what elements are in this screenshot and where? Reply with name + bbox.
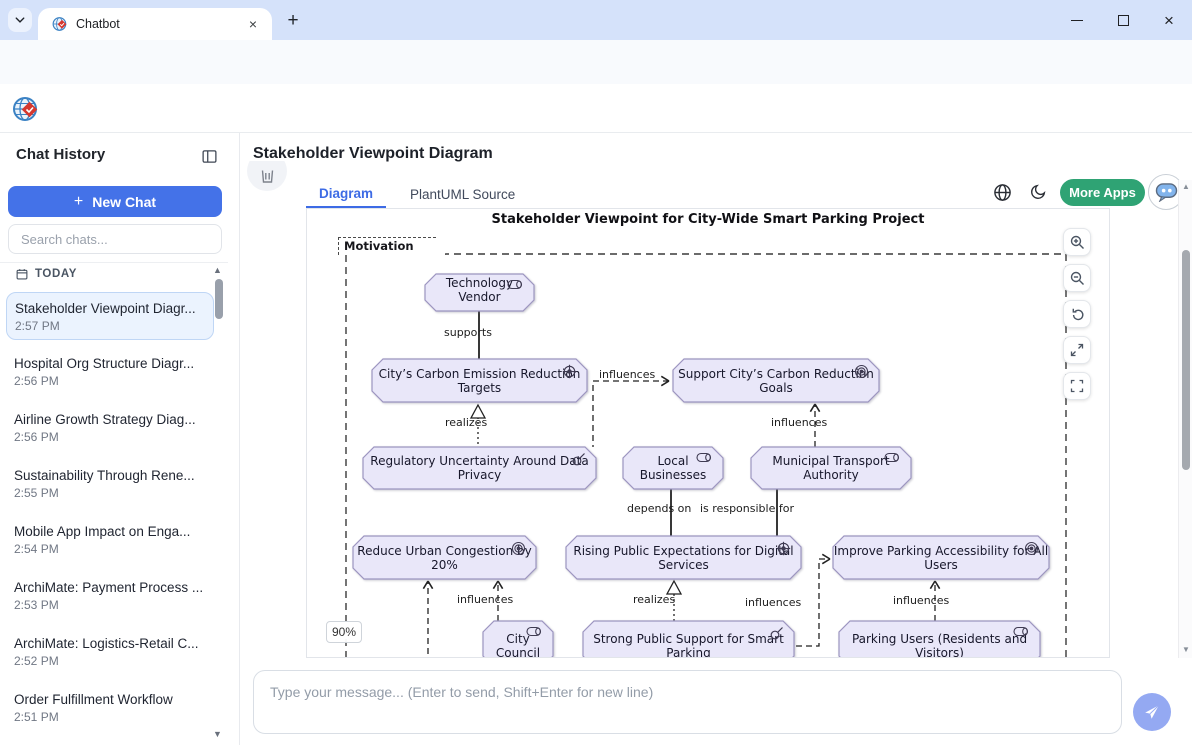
fit-screen-icon [1070, 379, 1084, 393]
chat-history-item[interactable]: ArchiMate: Logistics-Retail C... 2:52 PM [6, 628, 214, 676]
expand-icon [1070, 343, 1084, 357]
chat-item-time: 2:56 PM [14, 430, 206, 444]
diagram-canvas[interactable]: Stakeholder Viewpoint for City-Wide Smar… [306, 208, 1110, 658]
diagram-tabs: Diagram PlantUML Source [306, 180, 525, 208]
expand-button[interactable] [1063, 336, 1091, 364]
chat-item-time: 2:56 PM [14, 374, 206, 388]
chat-item-title: Order Fulfillment Workflow [14, 692, 206, 707]
tab-diagram[interactable]: Diagram [306, 180, 386, 208]
chat-item-title: Stakeholder Viewpoint Diagr... [15, 301, 205, 316]
tab-favicon [52, 16, 68, 32]
more-apps-button[interactable]: More Apps [1060, 179, 1145, 206]
chat-item-title: Airline Growth Strategy Diag... [14, 412, 206, 427]
app-header: Chatbot Powered by Visual Paradigm More … [0, 84, 1192, 133]
calendar-icon [16, 268, 28, 280]
chat-item-time: 2:51 PM [14, 710, 206, 724]
dark-mode-moon-icon[interactable] [1027, 181, 1049, 203]
chat-item-time: 2:57 PM [15, 319, 205, 333]
chat-history-list: Stakeholder Viewpoint Diagr... 2:57 PM Hos… [6, 292, 214, 740]
chat-item-title: ArchiMate: Payment Process ... [14, 580, 206, 595]
chat-history-item[interactable]: Hospital Org Structure Diagr... 2:56 PM [6, 348, 214, 396]
zoom-out-icon [1070, 271, 1085, 286]
message-input[interactable] [253, 670, 1122, 734]
chat-item-time: 2:55 PM [14, 486, 206, 500]
new-chat-button[interactable]: + New Chat [8, 186, 222, 217]
zoom-reset-button[interactable] [1063, 300, 1091, 328]
zoom-in-icon [1070, 235, 1085, 250]
browser-tab[interactable]: Chatbot × [38, 8, 272, 40]
tab-close-icon[interactable]: × [244, 15, 262, 33]
chat-history-item[interactable]: Mobile App Impact on Enga... 2:54 PM [6, 516, 214, 564]
chat-item-title: ArchiMate: Logistics-Retail C... [14, 636, 206, 651]
today-label: TODAY [35, 268, 77, 280]
language-globe-icon[interactable] [991, 181, 1013, 203]
divider [0, 262, 228, 263]
message-composer [240, 658, 1178, 745]
chrome-tab-strip: Chatbot × + × [0, 0, 1192, 40]
window-minimize-button[interactable] [1054, 0, 1100, 40]
sidebar-collapse-icon[interactable] [198, 145, 220, 167]
trash-icon [260, 170, 275, 183]
delete-chat-button[interactable] [247, 161, 287, 197]
sidebar-scroll-down-icon[interactable]: ▼ [213, 729, 222, 739]
scrollbar-thumb[interactable] [1182, 250, 1190, 470]
chat-item-title: Sustainability Through Rene... [14, 468, 206, 483]
page-title: Stakeholder Viewpoint Diagram [253, 145, 493, 163]
chat-history-item[interactable]: Sustainability Through Rene... 2:55 PM [6, 460, 214, 508]
chat-history-item[interactable]: Airline Growth Strategy Diag... 2:56 PM [6, 404, 214, 452]
chevron-down-icon [14, 14, 26, 26]
chat-history-item[interactable]: Order Fulfillment Workflow 2:51 PM [6, 684, 214, 732]
chat-item-time: 2:54 PM [14, 542, 206, 556]
chat-item-title: Mobile App Impact on Enga... [14, 524, 206, 539]
chat-item-time: 2:52 PM [14, 654, 206, 668]
sidebar-scrollbar-thumb[interactable] [215, 279, 223, 319]
scroll-up-icon[interactable]: ▲ [1182, 182, 1190, 191]
tab-search-button[interactable] [8, 8, 32, 32]
scroll-down-icon[interactable]: ▼ [1182, 645, 1190, 654]
plus-icon: + [74, 193, 83, 211]
window-close-button[interactable]: × [1146, 0, 1192, 40]
zoom-level-badge: 90% [326, 621, 362, 643]
zoom-out-button[interactable] [1063, 264, 1091, 292]
app-logo [12, 95, 40, 123]
window-maximize-button[interactable] [1100, 0, 1146, 40]
motivation-layer-label: Motivation Layer [338, 237, 446, 255]
sidebar-title: Chat History [16, 146, 105, 163]
tab-title: Chatbot [76, 17, 244, 31]
chat-history-item[interactable]: Stakeholder Viewpoint Diagr... 2:57 PM [6, 292, 214, 340]
today-section-header: TODAY [16, 268, 77, 280]
main-scrollbar[interactable]: ▲ ▼ [1178, 180, 1192, 658]
diagram-zoom-controls [1063, 228, 1091, 400]
reset-view-icon [1070, 307, 1085, 322]
chat-history-item[interactable]: ArchiMate: Payment Process ... 2:53 PM [6, 572, 214, 620]
new-tab-button[interactable]: + [281, 9, 305, 33]
zoom-in-button[interactable] [1063, 228, 1091, 256]
chrome-toolbar: ai-toolbox.visual-paradigm.com/app/chatb… [0, 40, 1192, 84]
chat-history-sidebar: Chat History + New Chat TODAY Stakeholde… [0, 133, 240, 745]
fit-screen-button[interactable] [1063, 372, 1091, 400]
tab-plantuml-source[interactable]: PlantUML Source [400, 180, 525, 208]
sidebar-scroll-up-icon[interactable]: ▲ [213, 265, 222, 275]
send-plane-icon [1143, 703, 1161, 721]
chat-item-time: 2:53 PM [14, 598, 206, 612]
send-button[interactable] [1133, 693, 1171, 731]
search-input[interactable] [8, 224, 222, 254]
chat-item-title: Hospital Org Structure Diagr... [14, 356, 206, 371]
diagram-svg [307, 209, 1110, 658]
